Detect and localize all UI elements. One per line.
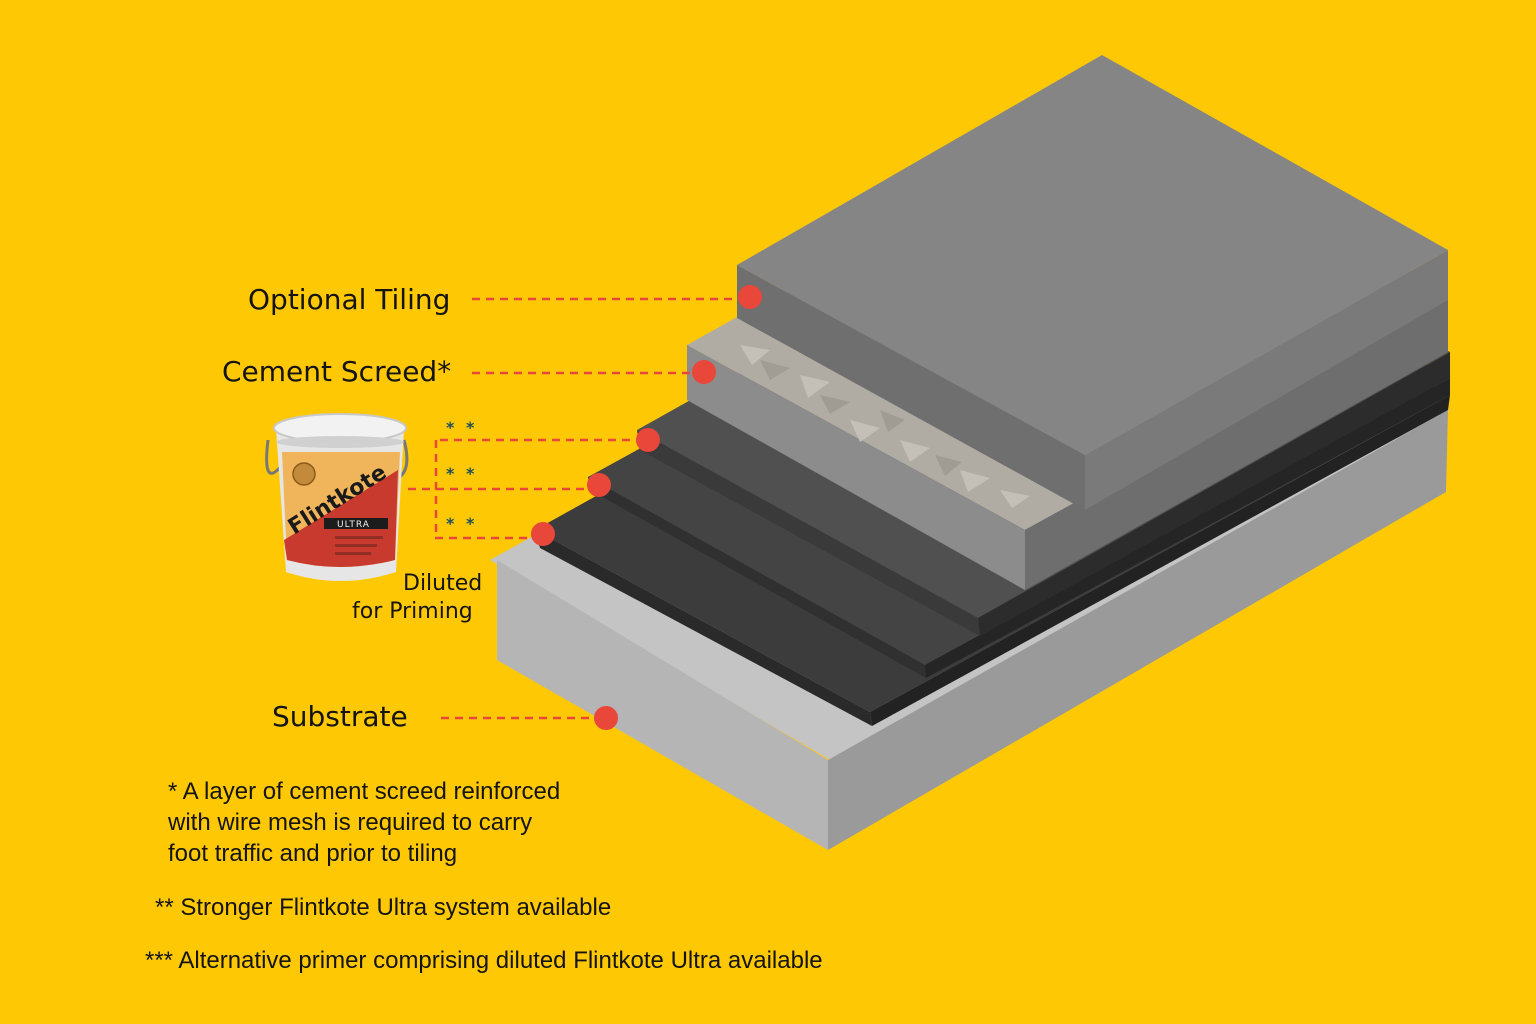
double-asterisk-coat-2: * * (446, 464, 478, 483)
tiling-marker (738, 285, 762, 309)
brand-seal-icon (292, 462, 316, 486)
tiling-layer (737, 55, 1448, 510)
note-screed-line-2: with wire mesh is required to carry (168, 809, 533, 836)
callout-lines (408, 297, 748, 720)
note-screed-line-1: * A layer of cement screed reinforced (168, 778, 561, 805)
label-substrate: Substrate (272, 700, 408, 733)
note-screed-line-3: foot traffic and prior to tiling (168, 840, 458, 867)
coat-1-marker (531, 522, 555, 546)
bucket-variant-text: ULTRA (337, 520, 370, 530)
flintkote-bucket (265, 413, 409, 581)
label-diluted: Diluted (403, 571, 483, 596)
coat-2-marker (587, 473, 611, 497)
substrate-marker (594, 706, 618, 730)
label-for-priming: for Priming (352, 599, 473, 624)
screed-marker (692, 360, 716, 384)
double-asterisk-coat-3: * * (446, 418, 478, 437)
note-alt-primer: *** Alternative primer comprising dilute… (145, 947, 823, 974)
label-cement-screed: Cement Screed* (222, 355, 452, 388)
note-ultra-system: ** Stronger Flintkote Ultra system avail… (155, 894, 612, 921)
label-optional-tiling: Optional Tiling (248, 283, 451, 316)
double-asterisk-coat-1: * * (446, 514, 478, 533)
coat-3-marker (636, 428, 660, 452)
